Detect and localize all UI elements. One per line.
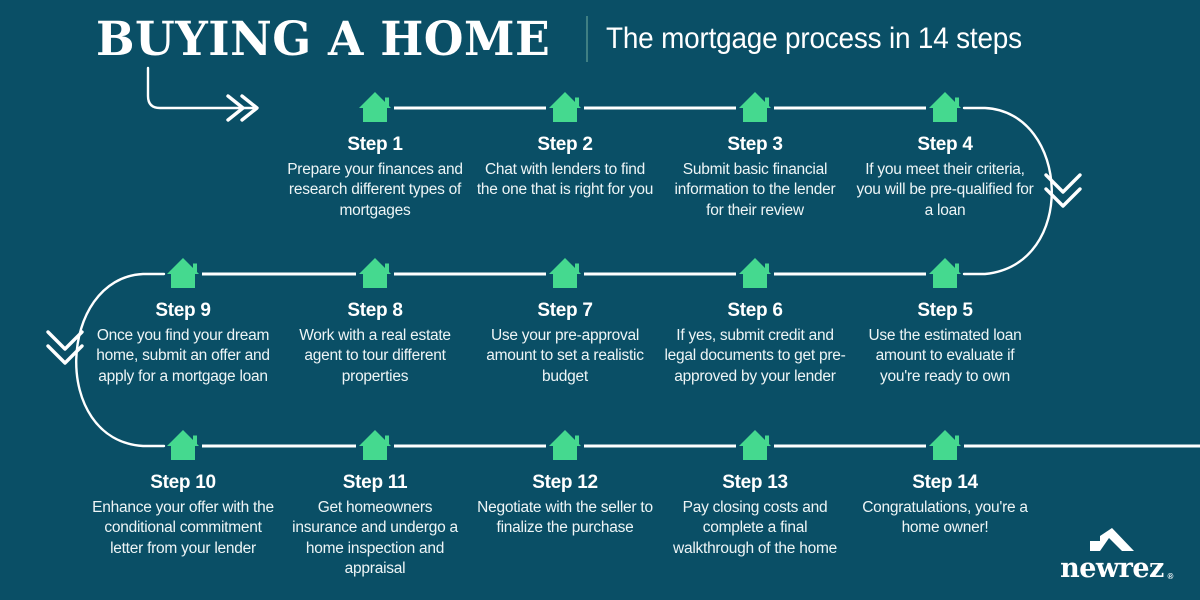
- step-description: Use your pre-approval amount to set a re…: [486, 326, 644, 385]
- step-node-3: Step 3 Submit basic financial informatio…: [660, 90, 850, 221]
- step-description: Enhance your offer with the conditional …: [92, 498, 274, 557]
- step-title: Step 4: [917, 134, 973, 155]
- newrez-roof-logo-icon: [1090, 528, 1134, 551]
- step-node-12: Step 12 Negotiate with the seller to fin…: [470, 428, 660, 539]
- double-chevron-right-icon-2: [240, 94, 259, 122]
- house-icon: [167, 258, 199, 288]
- step-title: Step 10: [150, 472, 216, 493]
- house-icon: [739, 92, 771, 122]
- step-node-1: Step 1 Prepare your finances and researc…: [280, 90, 470, 221]
- page-subtitle: The mortgage process in 14 steps: [606, 22, 1023, 55]
- house-icon: [929, 258, 961, 288]
- house-icon-wrap-6: [660, 256, 850, 290]
- house-icon-wrap-12: [470, 428, 660, 462]
- step-title: Step 7: [537, 300, 593, 321]
- step-description: Congratulations, you're a home owner!: [862, 498, 1028, 537]
- house-icon: [739, 258, 771, 288]
- logo-name: newrez: [1060, 553, 1164, 584]
- arc-right-double-chevron-down-icon: [1044, 173, 1082, 194]
- step-description: Submit basic financial information to th…: [674, 160, 836, 219]
- house-icon: [549, 430, 581, 460]
- double-chevron-right-icon: [226, 94, 245, 122]
- house-icon-wrap-10: [88, 428, 278, 462]
- step-node-5: Step 5 Use the estimated loan amount to …: [850, 256, 1040, 387]
- page-title: BUYING A HOME: [96, 11, 551, 67]
- title-divider: [586, 16, 589, 62]
- step-description: Pay closing costs and complete a final w…: [673, 498, 837, 557]
- step-title: Step 5: [917, 300, 973, 321]
- step-description: If yes, submit credit and legal document…: [664, 326, 846, 385]
- house-icon: [359, 258, 391, 288]
- house-icon-wrap-14: [850, 428, 1040, 462]
- step-title: Step 1: [347, 134, 403, 155]
- step-title: Step 11: [342, 472, 408, 493]
- house-icon: [929, 430, 961, 460]
- step-title: Step 3: [727, 134, 783, 155]
- arc-left-double-chevron-down-icon-2: [46, 344, 84, 365]
- step-title: Step 6: [727, 300, 783, 321]
- house-icon-wrap-4: [850, 90, 1040, 124]
- step-title: Step 2: [537, 134, 593, 155]
- step-description: Use the estimated loan amount to evaluat…: [868, 326, 1022, 385]
- house-icon-wrap-11: [280, 428, 470, 462]
- step-description: Get homeowners insurance and undergo a h…: [292, 498, 458, 578]
- step-description: Work with a real estate agent to tour di…: [299, 326, 451, 385]
- house-icon-wrap-7: [470, 256, 660, 290]
- step-title: Step 14: [912, 472, 978, 493]
- house-icon: [739, 430, 771, 460]
- step-node-6: Step 6 If yes, submit credit and legal d…: [660, 256, 850, 387]
- house-icon-wrap-8: [280, 256, 470, 290]
- step-node-2: Step 2 Chat with lenders to find the one…: [470, 90, 660, 201]
- house-icon: [359, 92, 391, 122]
- house-icon-wrap-9: [88, 256, 278, 290]
- step-description: Negotiate with the seller to finalize th…: [477, 498, 653, 537]
- step-node-9: Step 9 Once you find your dream home, su…: [88, 256, 278, 387]
- step-description: Prepare your finances and research diffe…: [287, 160, 463, 219]
- house-icon-wrap-5: [850, 256, 1040, 290]
- house-icon-wrap-3: [660, 90, 850, 124]
- newrez-logo: newrez®: [1052, 527, 1173, 584]
- step-node-8: Step 8 Work with a real estate agent to …: [280, 256, 470, 387]
- step-description: If you meet their criteria, you will be …: [856, 160, 1034, 219]
- house-icon: [359, 430, 391, 460]
- house-icon: [929, 92, 961, 122]
- registered-mark: ®: [1167, 572, 1173, 581]
- house-icon: [549, 92, 581, 122]
- step-node-13: Step 13 Pay closing costs and complete a…: [660, 428, 850, 559]
- arc-left-double-chevron-down-icon: [46, 330, 84, 351]
- step-title: Step 13: [722, 472, 788, 493]
- house-icon: [167, 430, 199, 460]
- step-node-4: Step 4 If you meet their criteria, you w…: [850, 90, 1040, 221]
- house-icon-wrap-2: [470, 90, 660, 124]
- step-node-7: Step 7 Use your pre-approval amount to s…: [470, 256, 660, 387]
- step-description: Once you find your dream home, submit an…: [96, 326, 270, 385]
- step-title: Step 8: [347, 300, 403, 321]
- step-title: Step 12: [532, 472, 598, 493]
- step-node-11: Step 11 Get homeowners insurance and und…: [280, 428, 470, 580]
- house-icon-wrap-1: [280, 90, 470, 124]
- step-title: Step 9: [155, 300, 211, 321]
- house-icon-wrap-13: [660, 428, 850, 462]
- step-node-10: Step 10 Enhance your offer with the cond…: [88, 428, 278, 559]
- step-node-14: Step 14 Congratulations, you're a home o…: [850, 428, 1040, 539]
- house-icon: [549, 258, 581, 288]
- header: BUYING A HOME The mortgage process in 14…: [0, 0, 1200, 78]
- newrez-wordmark: newrez®: [1060, 553, 1173, 584]
- step-description: Chat with lenders to find the one that i…: [476, 160, 654, 199]
- arc-right-double-chevron-down-icon-2: [1044, 187, 1082, 208]
